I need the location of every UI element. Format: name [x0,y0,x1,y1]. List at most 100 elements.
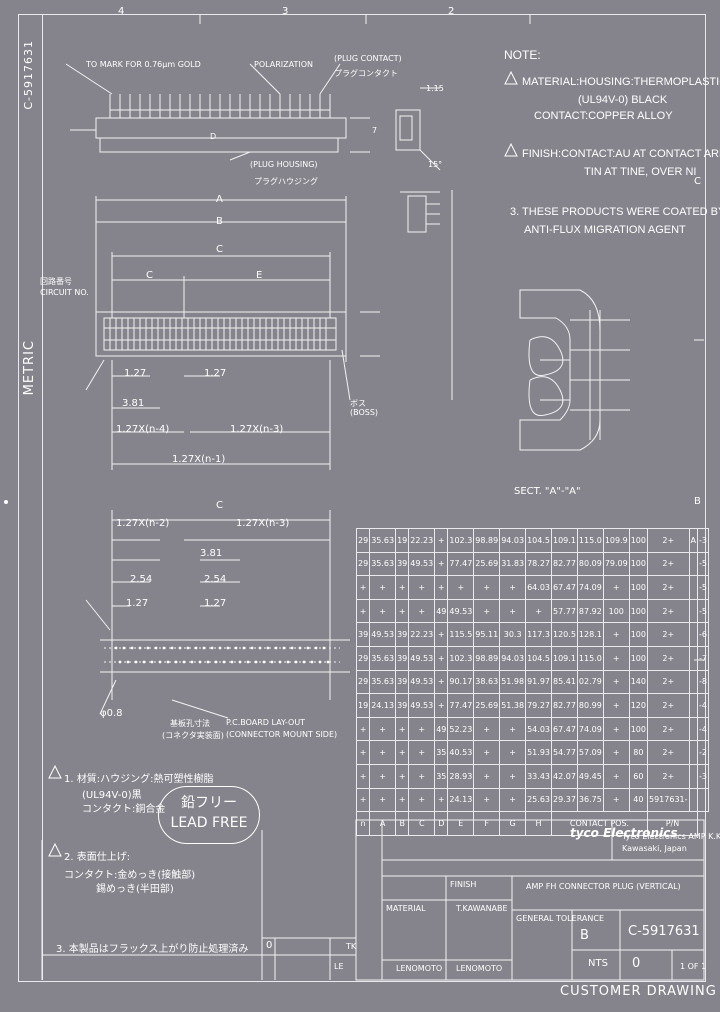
dim-a-label: A [216,194,223,205]
table-cell: 80.09 [576,551,604,577]
lead-free-stamp: 鉛フリー LEAD FREE [158,786,260,844]
table-cell: 49.53 [369,622,397,647]
dim-d-label: D [210,132,217,141]
lead-free-jp: 鉛フリー [181,795,237,811]
jp-note-2b: コンタクト:金めっき(接触部) [64,870,196,881]
section-label: SECT. "A"-"A" [514,486,581,497]
table-cell: + [473,763,501,789]
note-1c: CONTACT:COPPER ALLOY [534,110,673,122]
table-cell: 52.23 [447,716,475,742]
table-cell: + [473,740,501,765]
table-cell: + [395,740,410,765]
table-cell: 77.47 [447,693,475,718]
table-cell: 54.77 [551,740,578,765]
dim-381b: 3.81 [200,548,223,559]
table-cell: 102.3 [447,528,475,553]
table-cell: 22.23 [408,622,436,647]
table-cell: + [602,645,630,671]
note-2a: FINISH:CONTACT:AU AT CONTACT AREA [522,148,720,160]
table-cell: 2+ [647,622,690,647]
dim-15-label: 15° [428,160,443,169]
table-cell: 33.43 [525,763,552,789]
table-cell: 19 [395,528,410,553]
table-cell: + [369,716,397,742]
dim-127n4: 1.27X(n-4) [116,424,170,435]
sheet-value: 1 OF 1 [680,962,707,971]
plug-contact-jp-label: プラグコンタクト [334,69,398,78]
layout-jp-label: 基板孔寸法 [170,719,210,728]
dim-127a: 1.27 [124,368,147,379]
drawing-number: C-5917631 [628,924,700,939]
size-value: B [580,928,589,943]
approved-by: LENOMOTO [456,964,503,973]
layout2-label: (CONNECTOR MOUNT SIDE) [226,730,338,739]
company-logo: tyco Electronics [570,826,678,840]
note-heading: NOTE: [504,48,541,62]
table-cell: 49.53 [408,645,436,671]
table-header-cell: G [499,811,527,836]
table-cell: + [395,716,410,742]
note-1a: MATERIAL:HOUSING:THERMOPLASTICS [522,76,720,88]
dim-127c: 1.27 [126,598,149,609]
table-cell: 2+ [647,575,690,600]
scale-value: NTS [588,958,608,969]
table-cell: + [499,787,527,813]
jp-note-1b: (UL94V-0)黒 [82,790,142,801]
table-cell: 100 [628,598,649,624]
table-cell: 100 [628,622,649,647]
hole-dim: φ0.8 [100,708,123,719]
table-header-cell: P/N [647,811,698,836]
dim-c-label: C [216,244,223,255]
lead-free-en: LEAD FREE [170,815,248,831]
jp-note-2: 2. 表面仕上げ: [64,852,131,863]
mark-label: TO MARK FOR 0.76μm GOLD [86,60,201,69]
dim-e-label: E [256,270,263,281]
table-header-cell: B [395,811,410,836]
dim-127n3b: 1.27X(n-3) [236,518,290,529]
le-label: LE [334,962,344,971]
table-cell: + [434,645,449,671]
checked-by: LENOMOTO [396,964,443,973]
table-cell: 38.63 [473,669,501,695]
zone-marker-4: 4 [118,6,125,17]
table-cell: 31.83 [499,551,527,577]
dim-b-label: B [216,216,223,227]
table-cell: 35.63 [369,669,397,695]
table-cell: 2+ [647,693,690,718]
table-cell: + [447,575,475,600]
table-cell: 80.99 [576,693,604,718]
table-cell: 29 [355,645,371,671]
rev-value: 0 [632,956,641,971]
table-cell: 25.63 [525,787,552,813]
table-cell: 49.53 [408,551,436,577]
table-cell: 25.69 [473,693,501,718]
drawn-by: T.KAWANABE [456,904,508,913]
table-cell: + [395,598,410,624]
table-cell: 74.09 [576,716,604,742]
customer-drawing-label: CUSTOMER DRAWING [560,984,717,999]
table-cell: + [602,716,630,742]
tk-label: TK [346,942,357,951]
table-cell: 24.13 [447,787,475,813]
table-cell: 104.5 [525,645,552,671]
circuit-no-jp-label: 回路番号 [40,277,72,286]
table-cell: 117.3 [525,622,552,647]
drawing-frame [18,14,706,982]
table-cell: + [369,740,397,765]
dim-127d: 1.27 [204,598,227,609]
table-cell: 91.97 [525,669,552,695]
note-3b: ANTI-FLUX MIGRATION AGENT [524,224,686,236]
boss-jp-label: ボス [350,399,366,408]
side-title-strip [18,14,43,980]
rev-letter: 0 [266,940,273,951]
material-label: MATERIAL [386,904,426,913]
jp-note-1: 1. 材質:ハウジング:熱可塑性樹脂 [64,774,214,785]
